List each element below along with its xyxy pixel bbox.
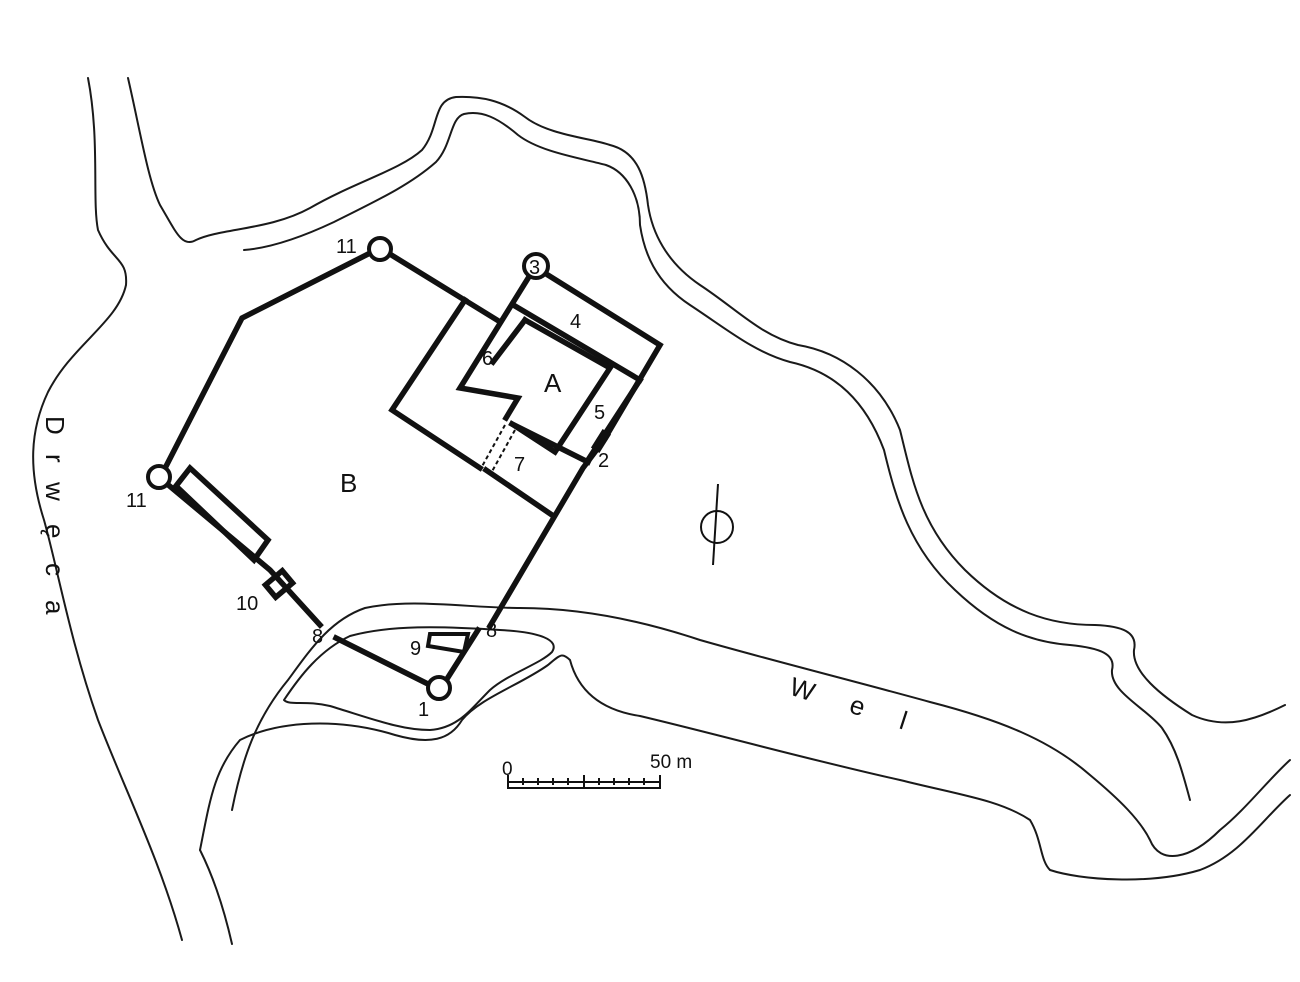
river-label-drweca: D r w ę c a [40, 416, 70, 615]
tower-1 [426, 675, 452, 701]
wel-bank-south [199, 654, 1291, 881]
outer-bailey-wall-east [486, 436, 608, 630]
label-9: 9 [410, 638, 421, 660]
drweca-letter: w [40, 481, 70, 501]
scale-start: 0 [502, 759, 513, 780]
wel-letter: l [896, 705, 911, 735]
label-11-north: 11 [336, 236, 357, 258]
label-6: 6 [482, 348, 493, 370]
drweca-letter: ę [40, 524, 70, 538]
west-wall-building [172, 463, 272, 565]
drweca-bank-west [32, 77, 183, 941]
inner-castle-wing-6 [489, 316, 529, 366]
drweca-bank-east [127, 77, 1286, 724]
north-arrow-icon [700, 483, 734, 566]
label-2: 2 [598, 450, 609, 472]
castle-walls [146, 236, 664, 701]
outer-bailey-wall-north [156, 244, 501, 482]
label-8-left: 8 [312, 626, 323, 648]
drweca-letter: c [40, 563, 70, 576]
feature-labels: A B 1 2 3 4 5 6 7 8 8 9 10 11 11 [126, 236, 609, 721]
label-7: 7 [514, 454, 525, 476]
inner-castle-wing-7 [508, 420, 592, 466]
label-8-right: 8 [486, 620, 497, 642]
label-3: 3 [529, 257, 540, 279]
inner-castle-outer-wall [388, 296, 484, 472]
area-label-a: A [544, 368, 562, 398]
tower-2 [590, 429, 612, 453]
label-10: 10 [236, 593, 258, 615]
wel-letter: e [846, 689, 869, 722]
tower-3 [522, 252, 550, 280]
river-island [283, 626, 555, 731]
drweca-letter: r [40, 454, 70, 463]
drweca-letter: D [40, 416, 70, 435]
label-1: 1 [418, 699, 429, 721]
tower-11-north [367, 236, 393, 262]
terrain-outlines [32, 77, 1291, 945]
label-4: 4 [570, 311, 581, 333]
passage-dashed [479, 424, 506, 471]
inner-castle-wall-west [455, 263, 539, 422]
inner-castle-range-4 [511, 302, 644, 384]
wel-bank-north [231, 602, 1291, 857]
drweca-letter: a [40, 600, 70, 615]
south-wall [332, 634, 444, 694]
drweca-lower-bank [199, 849, 233, 945]
label-5: 5 [594, 402, 605, 424]
label-11-west: 11 [126, 490, 147, 512]
plateau-edge [243, 112, 1191, 801]
passage-dashed-2 [489, 429, 516, 476]
scale-bar: 0 50 m [502, 752, 692, 789]
wel-letter: W [786, 671, 819, 707]
tower-11-west [146, 464, 172, 490]
inner-castle-south-wall [482, 466, 556, 519]
gate-10 [261, 566, 297, 602]
area-label-b: B [340, 468, 357, 498]
building-9 [425, 632, 471, 655]
inner-castle-courtyard [508, 316, 614, 456]
scale-end: 50 m [650, 752, 692, 773]
